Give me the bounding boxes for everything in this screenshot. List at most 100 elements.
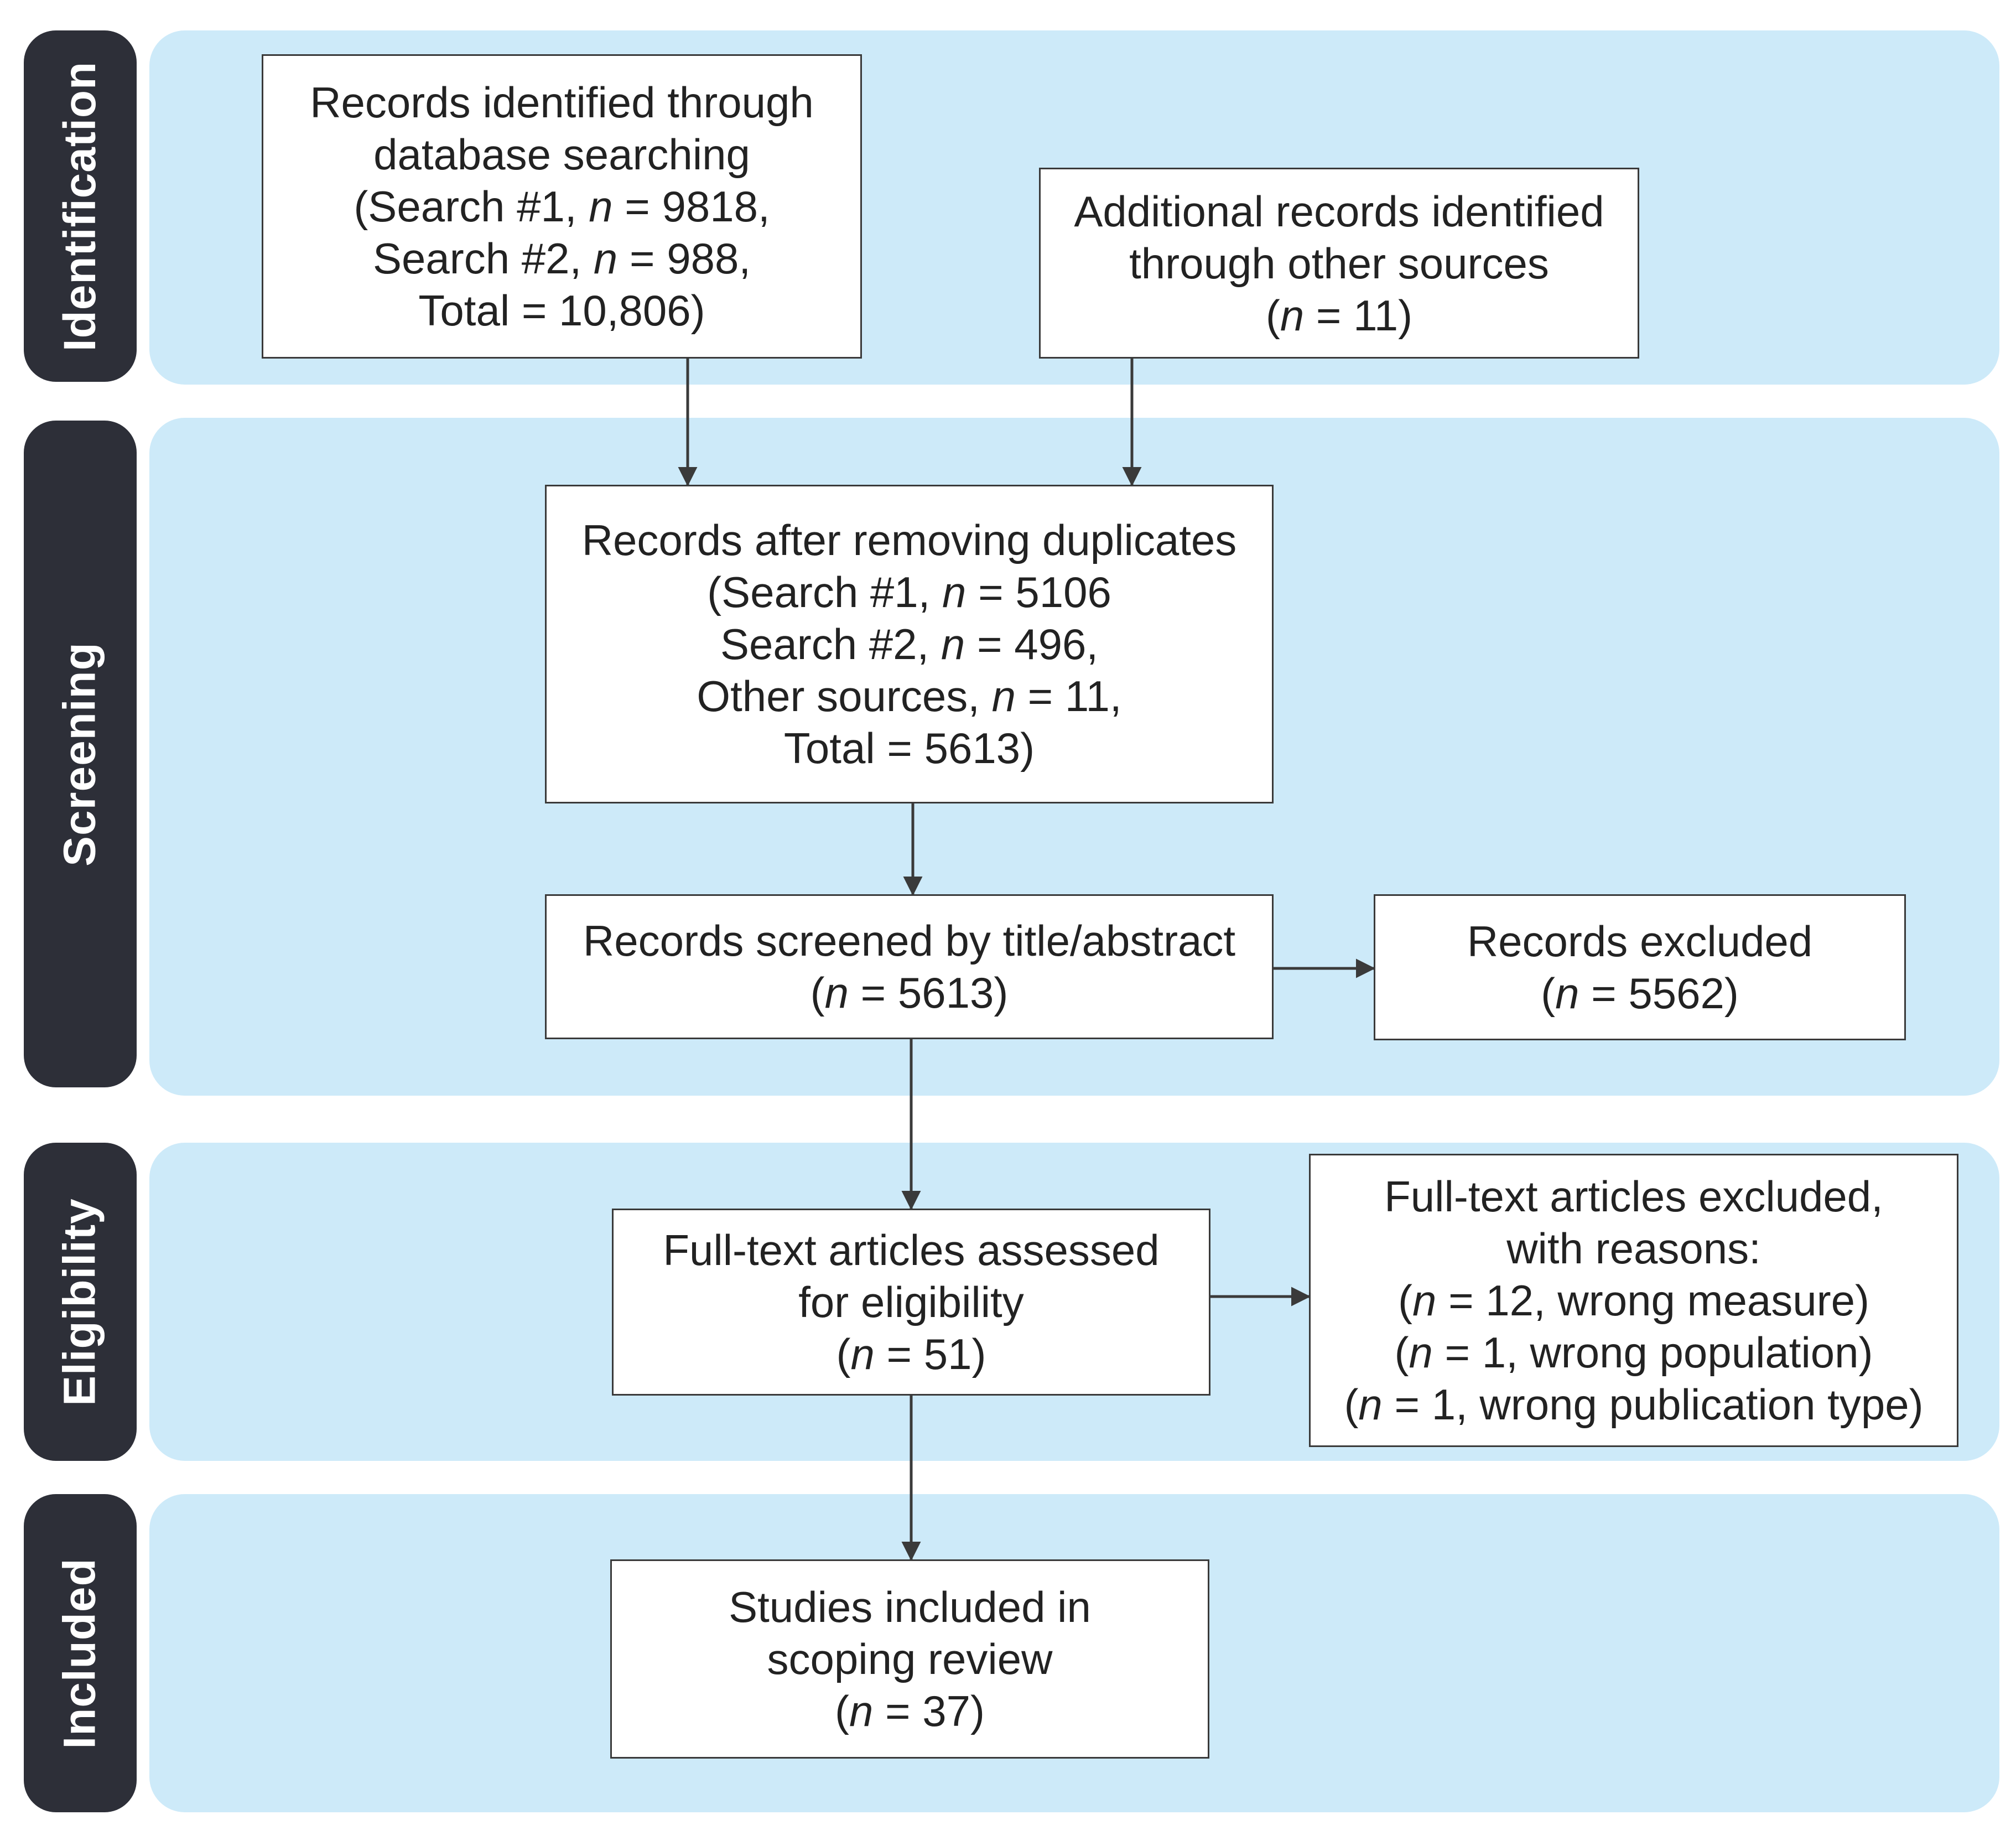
- text-line: Full-text articles assessed: [663, 1224, 1159, 1276]
- text-line: Other sources, n = 11,: [582, 670, 1237, 722]
- text-segment: (: [836, 1330, 851, 1378]
- text-line: database searching: [310, 128, 814, 180]
- text-segment: (Search #1,: [354, 182, 589, 231]
- text-segment: Search #2,: [372, 234, 594, 283]
- box-fulltext-excluded: Full-text articles excluded,with reasons…: [1309, 1154, 1958, 1447]
- text-line: (n = 5613): [583, 967, 1235, 1019]
- text-segment: = 51): [874, 1330, 986, 1378]
- text-segment: with reasons:: [1506, 1224, 1761, 1273]
- box-after-duplicates-text: Records after removing duplicates(Search…: [582, 514, 1237, 774]
- text-segment: Full-text articles excluded,: [1384, 1172, 1883, 1221]
- text-segment: (: [810, 968, 825, 1017]
- text-segment: = 496,: [965, 620, 1098, 668]
- text-segment: through other sources: [1129, 239, 1549, 288]
- text-segment: (: [1398, 1276, 1413, 1325]
- text-segment: (: [1265, 291, 1280, 340]
- italic-n: n: [1358, 1380, 1383, 1429]
- stage-label-included: Included: [24, 1494, 137, 1812]
- text-line: Total = 5613): [582, 722, 1237, 774]
- text-line: Total = 10,806): [310, 284, 814, 336]
- text-segment: Records screened by title/abstract: [583, 916, 1236, 965]
- text-line: (n = 51): [663, 1328, 1159, 1380]
- text-segment: Records excluded: [1467, 917, 1813, 966]
- text-line: with reasons:: [1344, 1222, 1923, 1274]
- text-segment: Full-text articles assessed: [663, 1226, 1160, 1274]
- text-segment: (: [1541, 969, 1556, 1018]
- text-segment: = 9818,: [612, 182, 770, 231]
- text-line: (n = 11): [1074, 289, 1604, 341]
- text-line: Records excluded: [1467, 915, 1812, 967]
- box-fulltext-excluded-text: Full-text articles excluded,with reasons…: [1344, 1170, 1923, 1430]
- text-line: (n = 1, wrong population): [1344, 1326, 1923, 1378]
- box-screened-text: Records screened by title/abstract(n = 5…: [583, 915, 1235, 1019]
- text-segment: for eligibility: [798, 1278, 1024, 1326]
- text-segment: = 988,: [617, 234, 751, 283]
- italic-n: n: [589, 182, 613, 231]
- box-screened: Records screened by title/abstract(n = 5…: [545, 894, 1274, 1039]
- text-line: (n = 37): [729, 1685, 1091, 1737]
- text-line: Records screened by title/abstract: [583, 915, 1235, 967]
- text-line: through other sources: [1074, 237, 1604, 289]
- italic-n: n: [942, 568, 967, 616]
- text-segment: = 5562): [1579, 969, 1739, 1018]
- text-segment: = 1, wrong publication type): [1382, 1380, 1924, 1429]
- text-segment: = 12, wrong measure): [1436, 1276, 1869, 1325]
- text-segment: = 11): [1304, 291, 1413, 340]
- text-segment: = 37): [873, 1687, 985, 1735]
- box-after-duplicates: Records after removing duplicates(Search…: [545, 485, 1274, 803]
- text-segment: scoping review: [767, 1635, 1053, 1683]
- text-segment: Additional records identified: [1074, 186, 1604, 236]
- text-segment: = 11,: [1016, 672, 1122, 720]
- text-line: Additional records identified: [1074, 185, 1604, 237]
- text-line: Full-text articles excluded,: [1344, 1170, 1923, 1222]
- text-segment: (: [1344, 1380, 1359, 1429]
- text-segment: = 5106: [966, 568, 1111, 616]
- text-line: (Search #1, n = 9818,: [310, 180, 814, 232]
- stage-label-identification: Identification: [24, 30, 137, 382]
- italic-n: n: [1412, 1276, 1437, 1325]
- stage-label-screening: Screening: [24, 421, 137, 1087]
- text-segment: (Search #1,: [707, 568, 943, 616]
- text-segment: Other sources,: [697, 672, 992, 720]
- italic-n: n: [593, 234, 618, 283]
- text-segment: database searching: [373, 130, 750, 179]
- text-line: Records after removing duplicates: [582, 514, 1237, 566]
- text-line: (Search #1, n = 5106: [582, 566, 1237, 618]
- box-records-excluded-text: Records excluded(n = 5562): [1467, 915, 1812, 1019]
- text-segment: (: [1394, 1328, 1409, 1377]
- text-line: scoping review: [729, 1633, 1091, 1685]
- italic-n: n: [849, 1687, 874, 1735]
- italic-n: n: [1409, 1328, 1433, 1377]
- italic-n: n: [1280, 291, 1305, 340]
- italic-n: n: [824, 968, 849, 1017]
- box-records-excluded: Records excluded(n = 5562): [1374, 894, 1906, 1040]
- text-line: Studies included in: [729, 1581, 1091, 1633]
- text-segment: Search #2,: [720, 620, 941, 668]
- text-line: Records identified through: [310, 76, 814, 128]
- text-line: (n = 1, wrong publication type): [1344, 1378, 1923, 1430]
- italic-n: n: [991, 672, 1016, 720]
- text-line: Search #2, n = 988,: [310, 232, 814, 284]
- text-segment: Studies included in: [729, 1583, 1091, 1631]
- text-segment: Total = 10,806): [418, 286, 705, 335]
- text-line: Search #2, n = 496,: [582, 618, 1237, 670]
- italic-n: n: [1555, 969, 1579, 1018]
- italic-n: n: [850, 1330, 875, 1378]
- text-segment: (: [834, 1687, 849, 1735]
- text-segment: = 1, wrong population): [1432, 1328, 1873, 1377]
- text-line: (n = 5562): [1467, 967, 1812, 1019]
- text-segment: Records after removing duplicates: [581, 516, 1237, 564]
- text-segment: Total = 5613): [783, 724, 1035, 772]
- text-line: (n = 12, wrong measure): [1344, 1274, 1923, 1326]
- italic-n: n: [941, 620, 965, 668]
